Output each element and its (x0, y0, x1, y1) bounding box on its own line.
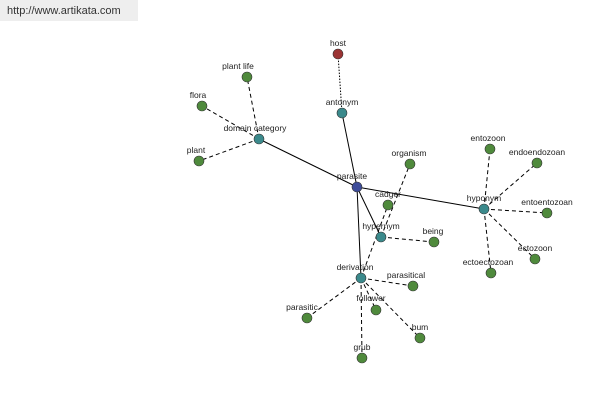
node-label-bum: bum (412, 322, 429, 332)
relation-node-domain_category[interactable] (253, 133, 265, 145)
node-label-organism: organism (392, 148, 427, 158)
node-label-parasitical: parasitical (387, 270, 425, 280)
leaf-node-parasitical[interactable] (407, 280, 419, 292)
leaf-node-entozoon[interactable] (484, 143, 496, 155)
site-url-link[interactable]: http://www.artikata.com (7, 5, 121, 17)
edge-derivation-follower (360, 277, 377, 311)
edge-hyponym-endoendozoan (483, 162, 538, 210)
node-label-parasite: parasite (337, 171, 368, 181)
leaf-node-flora[interactable] (196, 100, 208, 112)
edge-hyponym-ectozoon (483, 208, 536, 260)
node-label-derivation: derivation (337, 262, 374, 272)
edge-derivation-cadger (360, 204, 389, 279)
node-label-being: being (423, 226, 444, 236)
edge-parasite-hypernym (356, 186, 382, 238)
node-label-ectoectozoan: ectoectozoan (463, 257, 514, 267)
node-label-entozoon: entozoon (471, 133, 506, 143)
url-bar: http://www.artikata.com (0, 0, 138, 21)
edge-parasite-derivation (356, 186, 362, 279)
graph-nodes (193, 48, 553, 364)
leaf-node-bum[interactable] (414, 332, 426, 344)
leaf-node-ectozoon[interactable] (529, 253, 541, 265)
node-label-flora: flora (190, 90, 207, 100)
node-label-host: host (330, 38, 347, 48)
edge-hypernym-organism (380, 163, 411, 238)
relation-node-derivation[interactable] (355, 272, 367, 284)
edge-hyponym-entoentozoan (483, 208, 548, 214)
leaf-node-organism[interactable] (404, 158, 416, 170)
edge-derivation-bum (360, 277, 421, 339)
edge-antonym-host (337, 53, 343, 114)
relation-node-antonym[interactable] (336, 107, 348, 119)
edge-domain_category-plant (198, 138, 260, 162)
edge-domain_category-flora (201, 105, 260, 140)
edge-derivation-grub (360, 277, 363, 359)
relation-node-hyponym[interactable] (478, 203, 490, 215)
edge-derivation-parasitical (360, 277, 414, 287)
edge-parasite-hyponym (356, 186, 485, 210)
leaf-node-being[interactable] (428, 236, 440, 248)
root-node-parasite[interactable] (351, 181, 363, 193)
node-label-grub: grub (353, 342, 370, 352)
leaf-node-cadger[interactable] (382, 199, 394, 211)
leaf-node-grub[interactable] (356, 352, 368, 364)
leaf-node-plant[interactable] (193, 155, 205, 167)
edge-hyponym-ectoectozoan (483, 208, 492, 274)
node-label-follower: follower (356, 293, 385, 303)
edge-parasite-domain_category (258, 138, 358, 188)
node-label-ectozoon: ectozoon (518, 243, 553, 253)
node-label-parasitic: parasitic (286, 302, 318, 312)
leaf-node-endoendozoan[interactable] (531, 157, 543, 169)
edge-domain_category-plant_life (246, 76, 260, 140)
leaf-node-ectoectozoan[interactable] (485, 267, 497, 279)
node-label-hyponym: hyponym (467, 193, 502, 203)
node-label-plant: plant (187, 145, 206, 155)
edge-parasite-antonym (341, 112, 358, 188)
edge-derivation-parasitic (306, 277, 362, 319)
leaf-node-follower[interactable] (370, 304, 382, 316)
node-label-hypernym: hypernym (362, 221, 399, 231)
leaf-node-parasitic[interactable] (301, 312, 313, 324)
node-label-antonym: antonym (326, 97, 359, 107)
leaf-node-plant_life[interactable] (241, 71, 253, 83)
edge-hypernym-being (380, 236, 435, 243)
node-label-entoentozoan: entoentozoan (521, 197, 573, 207)
node-label-plant_life: plant life (222, 61, 254, 71)
relation-node-hypernym[interactable] (375, 231, 387, 243)
graph-labels: parasite antonym host domain category plant … (187, 38, 573, 352)
node-label-endoendozoan: endoendozoan (509, 147, 566, 157)
node-label-domain_category: domain category (224, 123, 288, 133)
graph-edges (198, 53, 548, 359)
edge-hyponym-entozoon (483, 148, 491, 210)
leaf-node-entoentozoan[interactable] (541, 207, 553, 219)
node-label-cadger: cadger (375, 189, 401, 199)
antonym-target-node-host[interactable] (332, 48, 344, 60)
